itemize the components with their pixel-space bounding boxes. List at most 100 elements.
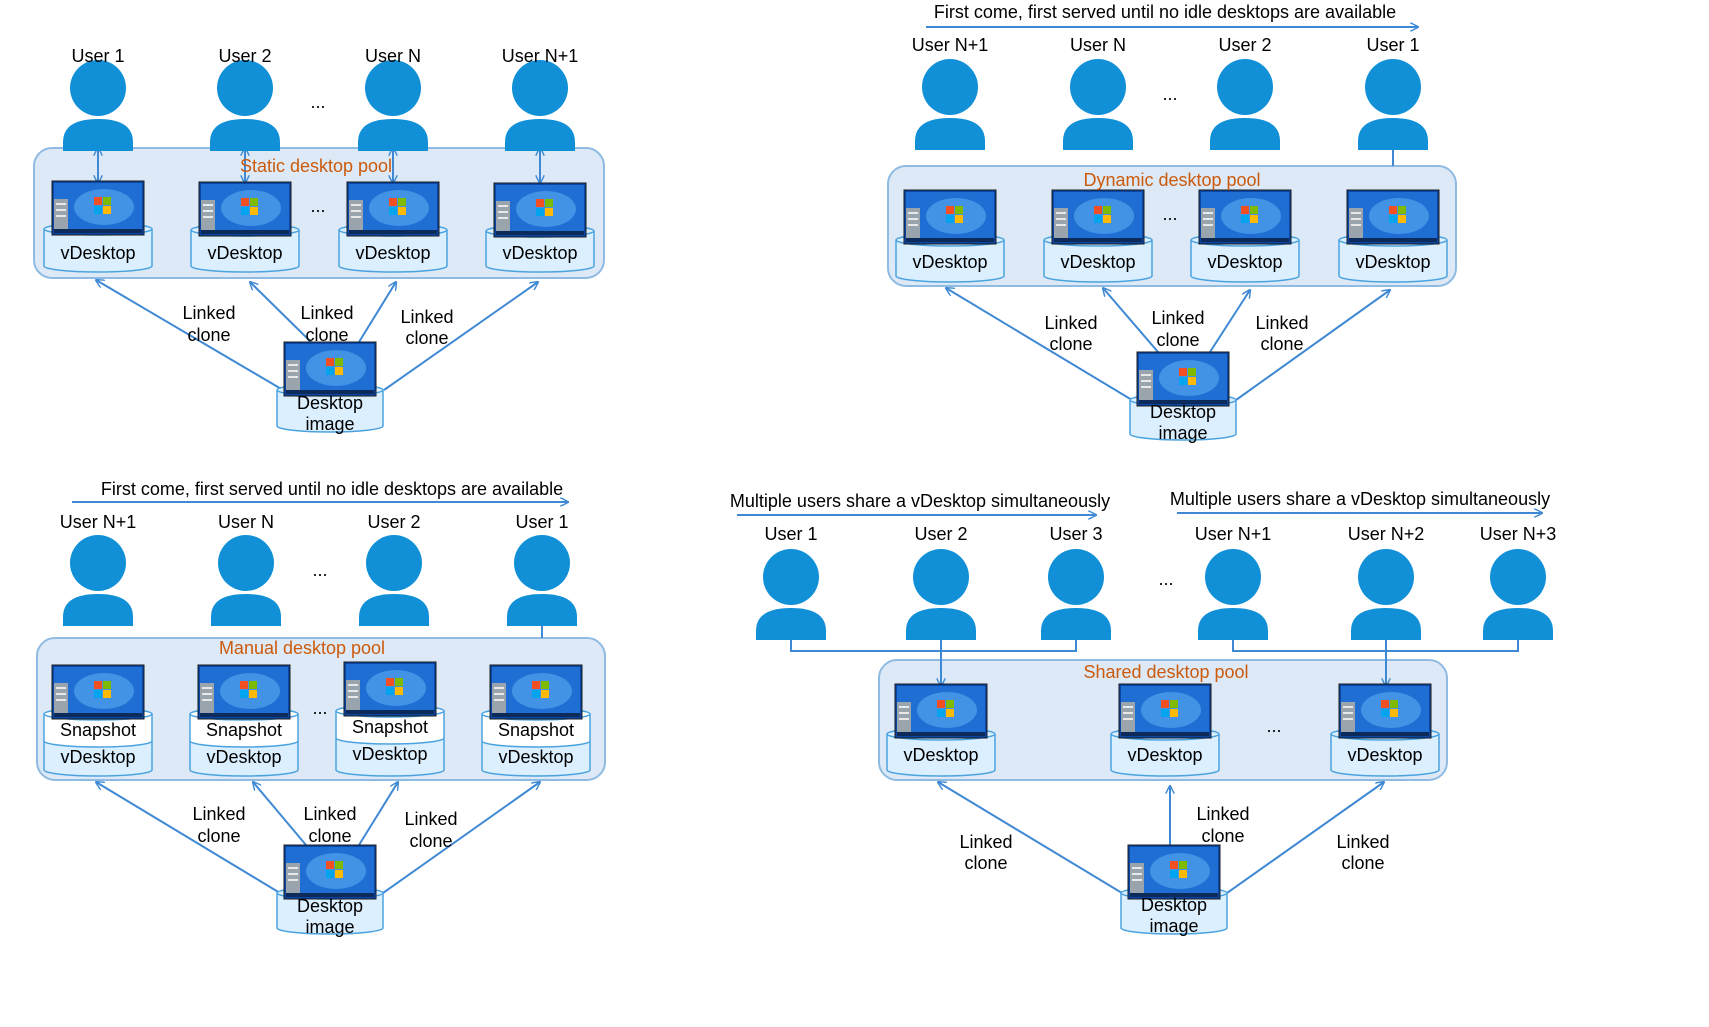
linked-clone-label: Linked bbox=[182, 303, 235, 323]
user-label: User N bbox=[365, 46, 421, 66]
user-icon bbox=[358, 60, 428, 151]
connector-arrow bbox=[358, 782, 398, 846]
linked-clone-label: clone bbox=[197, 826, 240, 846]
user-label: User N+1 bbox=[1195, 524, 1272, 544]
snapshot-label: Snapshot bbox=[206, 720, 282, 740]
windows-logo-icon bbox=[94, 681, 111, 698]
windows-logo-icon bbox=[1170, 861, 1187, 878]
monitor-icon bbox=[51, 180, 145, 236]
windows-logo-icon bbox=[1094, 206, 1111, 223]
monitor-icon bbox=[198, 181, 292, 237]
monitor-icon bbox=[894, 683, 988, 739]
pool-title: Manual desktop pool bbox=[219, 638, 385, 658]
ellipsis: ... bbox=[1162, 84, 1177, 104]
linked-clone-label: Linked bbox=[300, 303, 353, 323]
connector-arrow bbox=[382, 782, 540, 894]
vdesktop-label: vDesktop bbox=[1355, 252, 1430, 272]
linked-clone-label: clone bbox=[187, 325, 230, 345]
vdesktop-label: vDesktop bbox=[206, 747, 281, 767]
vdesktop-label: vDesktop bbox=[355, 243, 430, 263]
pool-title: Static desktop pool bbox=[240, 156, 392, 176]
user-label: User N+3 bbox=[1480, 524, 1557, 544]
user-icon bbox=[63, 60, 133, 151]
windows-logo-icon bbox=[240, 681, 257, 698]
linked-clone-label: Linked bbox=[192, 804, 245, 824]
user-label: User N bbox=[1070, 35, 1126, 55]
windows-logo-icon bbox=[94, 197, 111, 214]
queue-banner: First come, first served until no idle d… bbox=[934, 2, 1396, 22]
share-banner: Multiple users share a vDesktop simultan… bbox=[1170, 489, 1550, 509]
user-icon bbox=[1210, 59, 1280, 150]
desktop-image-label: image bbox=[1158, 423, 1207, 443]
linked-clone-label: clone bbox=[305, 325, 348, 345]
user-label: User N+1 bbox=[60, 512, 137, 532]
user-icon bbox=[1483, 549, 1553, 640]
vdesktop-label: vDesktop bbox=[60, 747, 135, 767]
user-label: User 1 bbox=[71, 46, 124, 66]
monitor-icon bbox=[346, 181, 440, 237]
desktop-image-label: image bbox=[305, 917, 354, 937]
monitor-icon bbox=[283, 844, 377, 900]
ellipsis: ... bbox=[1158, 569, 1173, 589]
vdesktop-label: vDesktop bbox=[1127, 745, 1202, 765]
monitor-icon bbox=[1127, 844, 1221, 900]
monitor-icon bbox=[1346, 189, 1440, 245]
pool-title: Shared desktop pool bbox=[1083, 662, 1248, 682]
monitor-icon bbox=[283, 341, 377, 397]
monitor-icon bbox=[1198, 189, 1292, 245]
linked-clone-label: clone bbox=[1201, 826, 1244, 846]
monitor-icon bbox=[1136, 351, 1230, 407]
windows-logo-icon bbox=[1389, 206, 1406, 223]
user-label: User N+1 bbox=[502, 46, 579, 66]
connector-arrow bbox=[1103, 288, 1159, 353]
vdesktop-label: vDesktop bbox=[903, 745, 978, 765]
ellipsis: ... bbox=[1162, 204, 1177, 224]
pool-title: Dynamic desktop pool bbox=[1083, 170, 1260, 190]
windows-logo-icon bbox=[386, 678, 403, 695]
linked-clone-label: Linked bbox=[404, 809, 457, 829]
vdesktop-label: vDesktop bbox=[502, 243, 577, 263]
ellipsis: ... bbox=[1266, 716, 1281, 736]
monitor-icon bbox=[197, 664, 291, 720]
monitor-icon bbox=[1118, 683, 1212, 739]
queue-banner: First come, first served until no idle d… bbox=[101, 479, 563, 499]
vdesktop-label: vDesktop bbox=[207, 243, 282, 263]
connector-arrow bbox=[1209, 290, 1250, 353]
user-label: User N+2 bbox=[1348, 524, 1425, 544]
connector-arrow bbox=[253, 782, 307, 846]
monitor-icon bbox=[489, 664, 583, 720]
linked-clone-label: clone bbox=[1049, 334, 1092, 354]
desktop-image-label: Desktop bbox=[1150, 402, 1216, 422]
linked-clone-label: Linked bbox=[1196, 804, 1249, 824]
windows-logo-icon bbox=[241, 198, 258, 215]
desktop-image-label: Desktop bbox=[297, 896, 363, 916]
monitor-icon bbox=[343, 661, 437, 717]
desktop-pool-container bbox=[33, 147, 605, 279]
linked-clone-label: clone bbox=[1156, 330, 1199, 350]
windows-logo-icon bbox=[1241, 206, 1258, 223]
linked-clone-label: clone bbox=[405, 328, 448, 348]
windows-logo-icon bbox=[536, 199, 553, 216]
connector-arrow bbox=[96, 782, 281, 894]
monitor-icon bbox=[1338, 683, 1432, 739]
connector-arrow bbox=[250, 282, 312, 343]
vdesktop-label: vDesktop bbox=[60, 243, 135, 263]
user-icon bbox=[359, 535, 429, 626]
linked-clone-label: Linked bbox=[1044, 313, 1097, 333]
user-label: User N+1 bbox=[912, 35, 989, 55]
connector-arrow bbox=[946, 288, 1133, 401]
windows-logo-icon bbox=[326, 861, 343, 878]
connector-arrow bbox=[358, 282, 396, 343]
user-icon bbox=[1198, 549, 1268, 640]
vdesktop-label: vDesktop bbox=[498, 747, 573, 767]
desktop-image-label: image bbox=[1149, 916, 1198, 936]
snapshot-label: Snapshot bbox=[498, 720, 574, 740]
user-label: User 2 bbox=[1218, 35, 1271, 55]
desktop-image-label: Desktop bbox=[1141, 895, 1207, 915]
user-label: User 1 bbox=[515, 512, 568, 532]
user-icon bbox=[756, 549, 826, 640]
user-icon bbox=[210, 60, 280, 151]
user-label: User 1 bbox=[1366, 35, 1419, 55]
windows-logo-icon bbox=[326, 358, 343, 375]
snapshot-label: Snapshot bbox=[60, 720, 136, 740]
